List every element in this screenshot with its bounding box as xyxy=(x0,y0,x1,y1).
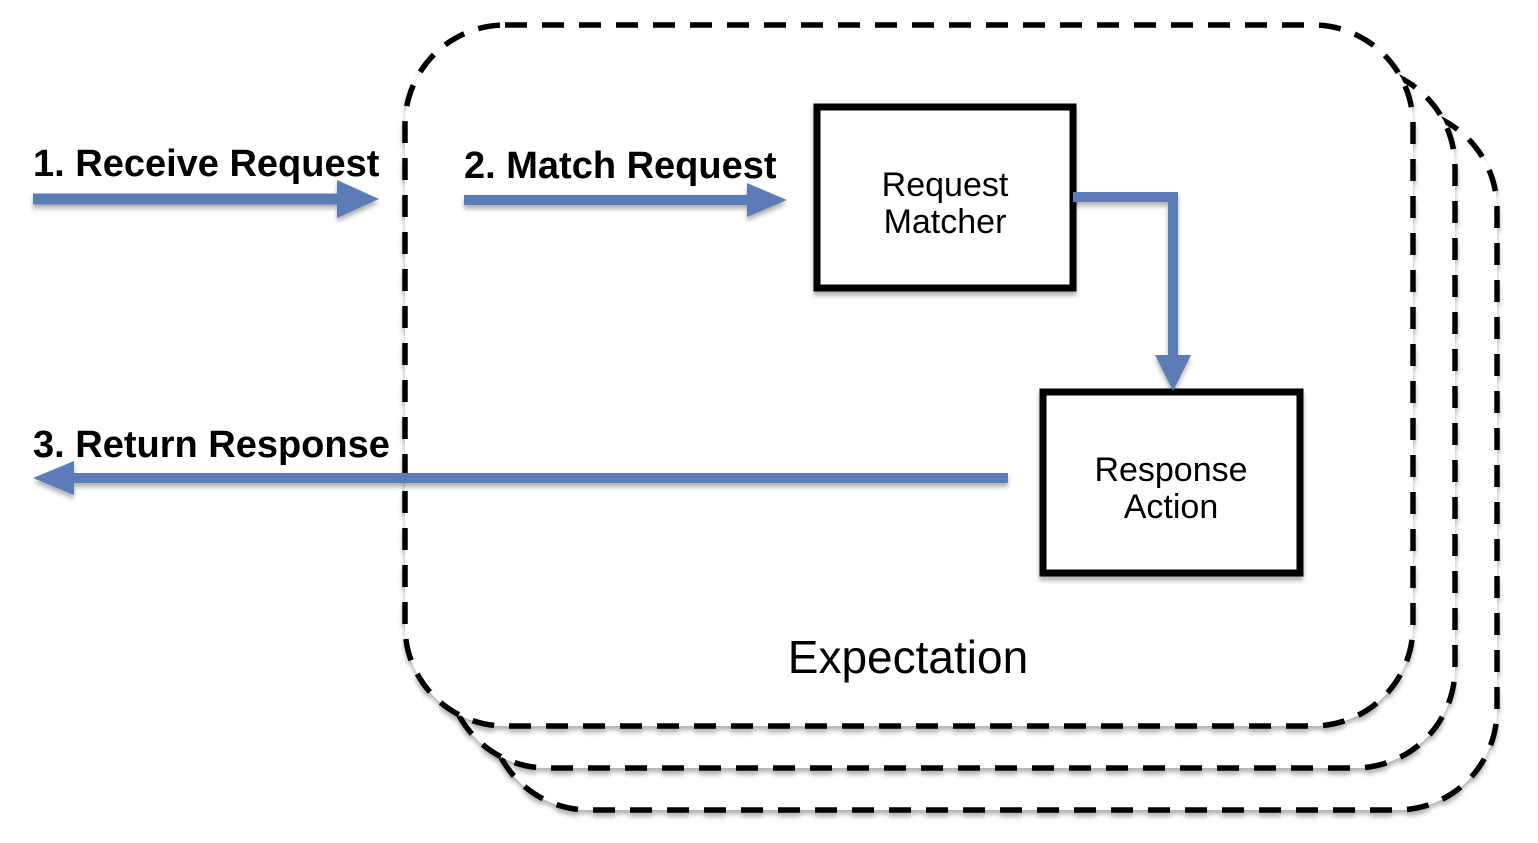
request-matcher-label-line2: Matcher xyxy=(884,203,1007,241)
return-response-arrow xyxy=(33,461,1008,495)
match-request-arrowhead-icon xyxy=(747,183,787,217)
match-request-arrow xyxy=(464,183,787,217)
response-action-box xyxy=(1039,388,1304,577)
return-response-arrowhead-icon xyxy=(33,461,74,495)
response-action-label-line2: Action xyxy=(1124,488,1219,526)
receive-request-arrowhead-icon xyxy=(337,180,379,218)
response-action-label-line1: Response xyxy=(1094,451,1247,489)
step2-label: 2. Match Request xyxy=(464,145,777,187)
request-matcher-label-line1: Request xyxy=(882,166,1009,204)
expectation-title: Expectation xyxy=(788,631,1028,683)
receive-request-arrow xyxy=(33,180,379,218)
matcher-to-action-connector xyxy=(1073,192,1191,391)
step1-label: 1. Receive Request xyxy=(33,143,380,185)
matcher-to-action-arrowhead-icon xyxy=(1155,355,1191,391)
step3-label: 3. Return Response xyxy=(33,424,390,466)
matcher-to-action-connector-shaft xyxy=(1073,192,1178,358)
